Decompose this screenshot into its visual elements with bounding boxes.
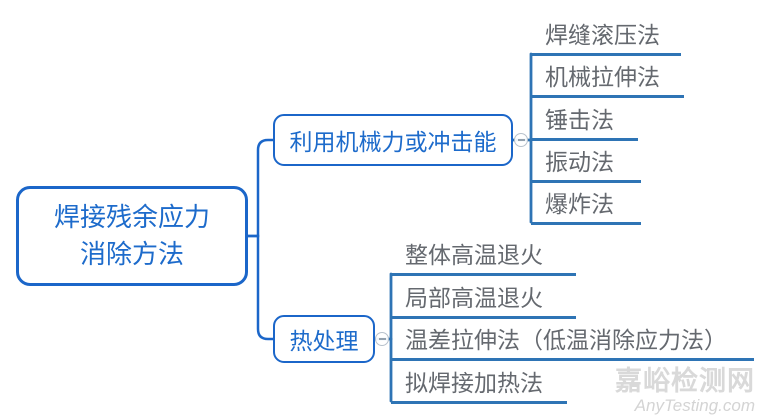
leaf-node-temp-diff-stretch[interactable]: 温差拉伸法（低温消除应力法） (391, 325, 754, 361)
leaf-node-hammering[interactable]: 锤击法 (531, 105, 638, 141)
root-node[interactable]: 焊接残余应力 消除方法 (16, 186, 248, 286)
connector-root-to-branch1 (246, 138, 276, 238)
leaf-node-mechanical-stretch[interactable]: 机械拉伸法 (531, 62, 684, 98)
watermark-site-url: AnyTesting.com (634, 396, 755, 415)
minus-icon (378, 338, 386, 340)
branch-node-mechanical-force[interactable]: 利用机械力或冲击能 (273, 114, 513, 166)
root-node-line1: 焊接残余应力 (53, 202, 210, 232)
minus-icon (517, 139, 525, 141)
collapse-toggle-branch2[interactable] (375, 332, 389, 346)
leaf-node-weld-rolling[interactable]: 焊缝滚压法 (531, 20, 681, 56)
leaf-node-explosion[interactable]: 爆炸法 (531, 189, 641, 225)
leaf-node-local-annealing[interactable]: 局部高温退火 (391, 283, 576, 319)
leaf-node-vibration[interactable]: 振动法 (531, 147, 641, 183)
branch-node-heat-treatment[interactable]: 热处理 (273, 315, 375, 363)
watermark: 嘉峪检测网 AnyTesting.com (615, 366, 755, 415)
leaf-node-overall-annealing[interactable]: 整体高温退火 (391, 240, 576, 276)
watermark-site-name: 嘉峪检测网 (615, 366, 755, 396)
collapse-toggle-branch1[interactable] (514, 133, 528, 147)
root-node-line2: 消除方法 (79, 239, 184, 269)
leaf-node-quasi-weld-heating[interactable]: 拟焊接加热法 (391, 368, 567, 404)
connector-root-to-branch2 (246, 234, 276, 341)
